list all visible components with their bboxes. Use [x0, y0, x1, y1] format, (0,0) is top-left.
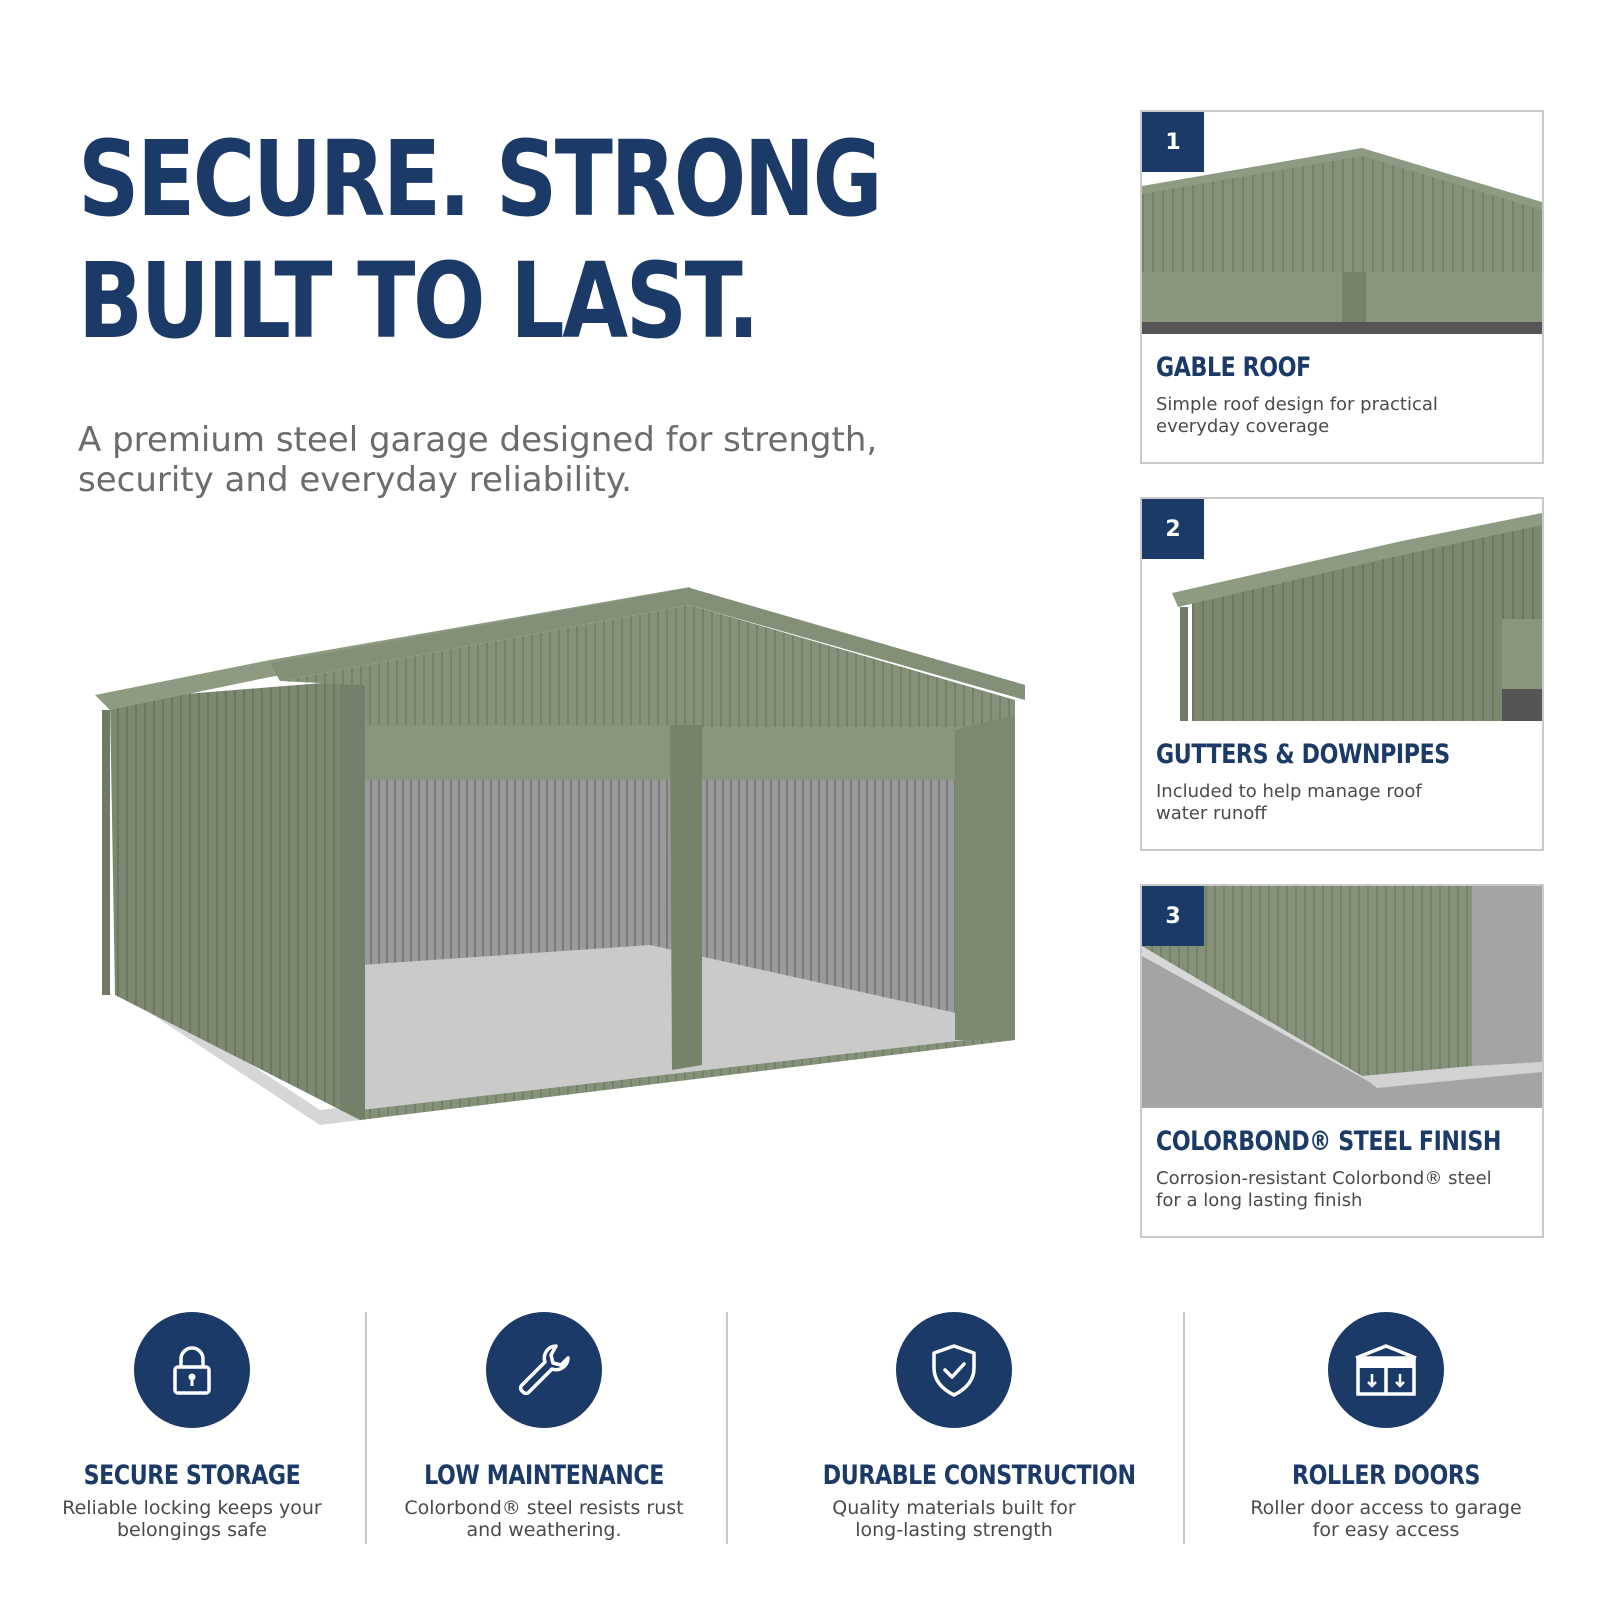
card-desc-line-2: water runoff	[1156, 803, 1267, 824]
feature-desc-line-1: Reliable locking keeps your	[62, 1497, 322, 1519]
features-row: SECURE STORAGE Reliable locking keeps yo…	[0, 1312, 1601, 1552]
feature-durable-construction: DURABLE CONSTRUCTION Quality materials b…	[794, 1312, 1136, 1541]
divider	[365, 1312, 367, 1544]
feature-description: Roller door access to garage for easy ac…	[1236, 1497, 1536, 1541]
wrench-icon	[486, 1312, 602, 1428]
card-desc-line-1: Simple roof design for practical	[1156, 394, 1438, 415]
card-desc-line-1: Corrosion-resistant Colorbond® steel	[1156, 1168, 1492, 1189]
headline-line-1: SECURE. STRONG	[78, 118, 883, 240]
feature-description: Colorbond® steel resists rust and weathe…	[394, 1497, 694, 1541]
feature-desc-line-2: and weathering.	[466, 1519, 622, 1541]
lock-icon	[134, 1312, 250, 1428]
feature-desc-line-1: Colorbond® steel resists rust	[404, 1497, 684, 1519]
card-number-badge: 2	[1142, 499, 1204, 559]
gutters-downpipes-image	[1142, 499, 1542, 721]
card-desc-line-2: everyday coverage	[1156, 416, 1330, 437]
garage-illustration	[95, 587, 1025, 1125]
feature-card-gutters-downpipes: 2 GUTTERS & DOWNPIPES Included to help m…	[1140, 497, 1544, 851]
headline-line-2: BUILT TO LAST.	[78, 240, 760, 362]
card-desc-line-2: for a long lasting finish	[1156, 1190, 1363, 1211]
feature-description: Reliable locking keeps your belongings s…	[42, 1497, 342, 1541]
feature-desc-line-1: Roller door access to garage	[1250, 1497, 1522, 1519]
card-number-badge: 1	[1142, 112, 1204, 172]
divider	[726, 1312, 728, 1544]
feature-description: Quality materials built for long-lasting…	[804, 1497, 1104, 1541]
roller-door-icon	[1328, 1312, 1444, 1428]
feature-desc-line-2: belongings safe	[117, 1519, 267, 1541]
subtitle-line-2: security and everyday reliability.	[78, 460, 632, 500]
colorbond-steel-image	[1142, 886, 1542, 1108]
subtitle: A premium steel garage designed for stre…	[78, 420, 978, 500]
feature-roller-doors: ROLLER DOORS Roller door access to garag…	[1226, 1312, 1546, 1541]
feature-desc-line-1: Quality materials built for	[832, 1497, 1076, 1519]
card-desc-line-1: Included to help manage roof	[1156, 781, 1422, 802]
card-title: GABLE ROOF	[1156, 352, 1311, 383]
feature-title: LOW MAINTENANCE	[424, 1460, 664, 1491]
feature-desc-line-2: for easy access	[1312, 1519, 1460, 1541]
feature-card-colorbond-finish: 3 COLORBOND® STEEL FINISH Corrosion-resi…	[1140, 884, 1544, 1238]
subtitle-line-1: A premium steel garage designed for stre…	[78, 420, 878, 460]
card-title: GUTTERS & DOWNPIPES	[1156, 739, 1450, 770]
feature-low-maintenance: LOW MAINTENANCE Colorbond® steel resists…	[384, 1312, 704, 1541]
card-title: COLORBOND® STEEL FINISH	[1156, 1126, 1502, 1157]
card-description: Included to help manage roof water runof…	[1156, 781, 1526, 825]
feature-title: SECURE STORAGE	[83, 1460, 301, 1491]
divider	[1183, 1312, 1185, 1544]
shield-check-icon	[896, 1312, 1012, 1428]
headline: SECURE. STRONG BUILT TO LAST.	[78, 118, 978, 362]
feature-title: DURABLE CONSTRUCTION	[822, 1460, 1136, 1491]
card-description: Simple roof design for practical everyda…	[1156, 394, 1526, 438]
feature-secure-storage: SECURE STORAGE Reliable locking keeps yo…	[32, 1312, 352, 1541]
card-description: Corrosion-resistant Colorbond® steel for…	[1156, 1168, 1526, 1212]
gable-roof-image	[1142, 112, 1542, 334]
feature-desc-line-2: long-lasting strength	[855, 1519, 1053, 1541]
feature-title: ROLLER DOORS	[1291, 1460, 1481, 1491]
card-number-badge: 3	[1142, 886, 1204, 946]
feature-card-gable-roof: 1 GABLE ROOF Simple roof design for prac…	[1140, 110, 1544, 464]
